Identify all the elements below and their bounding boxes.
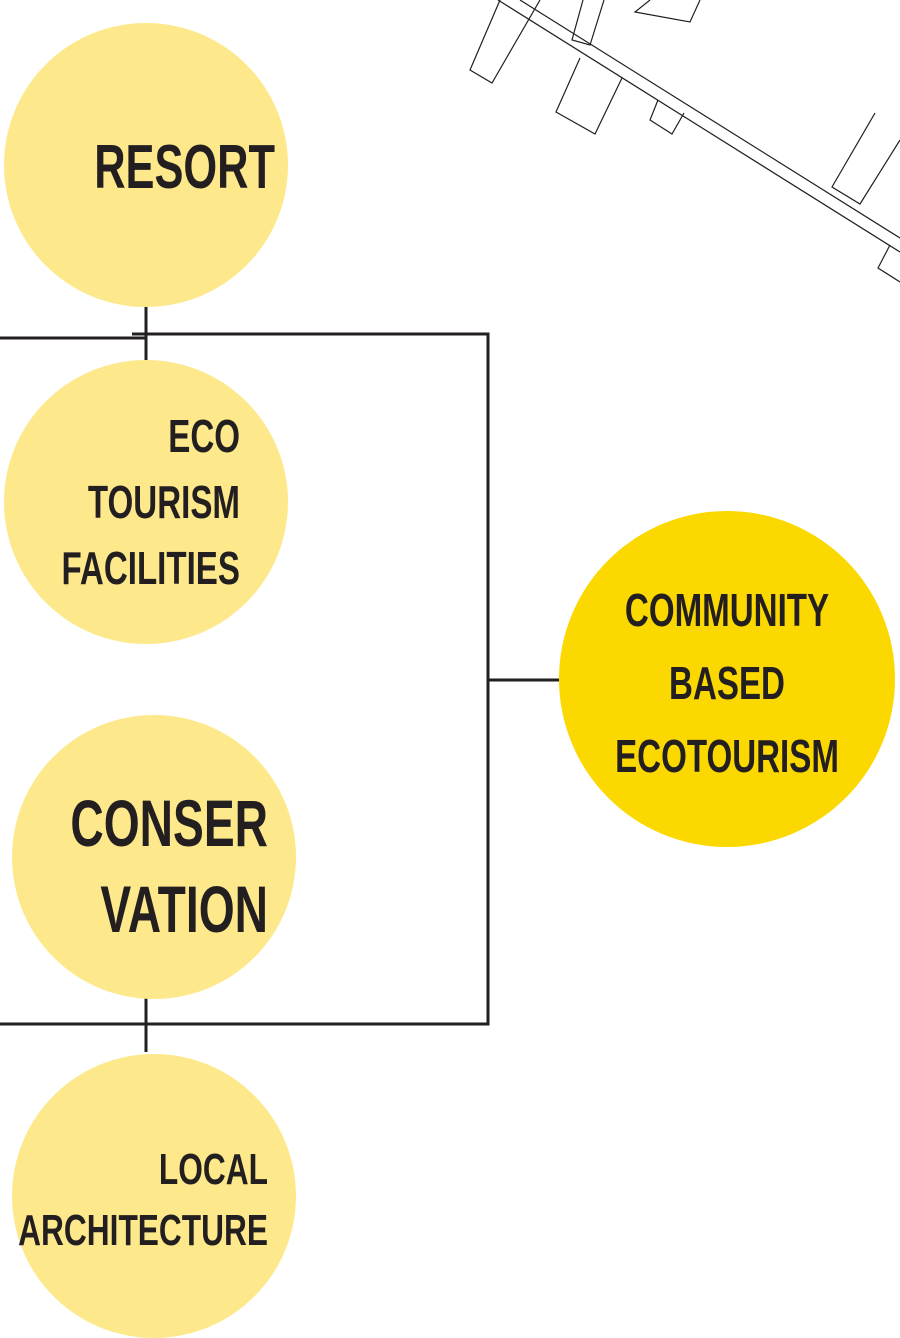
building-block	[877, 244, 900, 283]
node-label-line: VATION	[100, 873, 268, 947]
node-community-based-ecotourism: COMMUNITY BASED ECOTOURISM	[559, 511, 895, 847]
resort-label: RESORT	[94, 134, 275, 202]
eco-tourism-circle	[4, 360, 288, 644]
eco-tourism-label: ECO TOURISM FACILITIES	[62, 412, 240, 594]
node-label-line: BASED	[669, 659, 785, 709]
node-label-line: COMMUNITY	[625, 586, 829, 636]
connector-lines	[0, 305, 562, 1052]
node-eco-tourism-facilities: ECO TOURISM FACILITIES	[4, 360, 288, 644]
node-label-line: ARCHITECTURE	[18, 1206, 268, 1255]
community-label: COMMUNITY BASED ECOTOURISM	[615, 586, 839, 782]
node-label-line: TOURISM	[88, 478, 240, 528]
conservation-circle	[12, 715, 296, 999]
node-local-architecture: LOCAL ARCHITECTURE	[12, 1054, 296, 1338]
node-label-line: ECO	[168, 412, 240, 462]
node-label-line: CONSER	[70, 787, 268, 861]
conservation-label: CONSER VATION	[70, 787, 268, 947]
building-block	[571, 0, 605, 46]
node-label-line: ECOTOURISM	[615, 732, 839, 782]
community-circle	[559, 511, 895, 847]
site-plan-sketch	[469, 0, 900, 283]
local-architecture-label: LOCAL ARCHITECTURE	[18, 1145, 268, 1255]
resort-circle	[4, 23, 288, 307]
node-resort: RESORT	[4, 23, 288, 307]
building-block	[831, 112, 900, 205]
node-label-line: RESORT	[94, 134, 275, 202]
building-block	[555, 57, 623, 135]
node-conservation: CONSER VATION	[12, 715, 296, 999]
node-label-line: LOCAL	[159, 1145, 268, 1194]
building-block	[649, 99, 685, 135]
building-block	[633, 0, 701, 23]
local-architecture-circle	[12, 1054, 296, 1338]
node-label-line: FACILITIES	[62, 544, 240, 594]
road-outline	[497, 0, 900, 253]
building-block	[469, 0, 541, 84]
